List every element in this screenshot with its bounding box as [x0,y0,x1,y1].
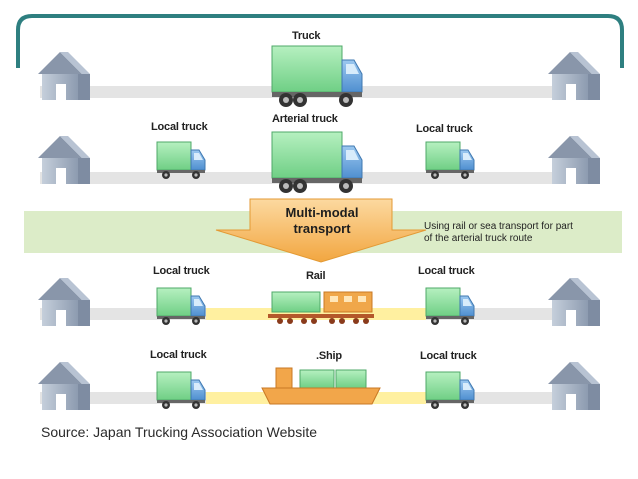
multimodal-title-line2: transport [293,221,351,236]
frame-border [16,14,624,68]
row-direct-truck [38,45,600,108]
local-truck-label: Local truck [151,121,208,133]
local-truck-label: Local truck [420,350,477,362]
source-caption: Source: Japan Trucking Association Websi… [41,424,318,440]
arterial-truck-label: Arterial truck [272,113,338,125]
multimodal-note-line2: of the arterial truck route [424,233,533,244]
rail-label: Rail [306,270,326,282]
local-truck-label: Local truck [150,349,207,361]
row-ship [38,362,600,410]
local-truck-label: Local truck [416,123,473,135]
origin-house-icon [38,278,90,326]
multimodal-note-line1: Using rail or sea transport for part [424,221,573,232]
row-arterial-truck [38,131,600,194]
origin-house-icon [38,362,90,410]
local-truck-label: Local truck [153,265,210,277]
multimodal-note: Using rail or sea transport for part of … [424,221,573,245]
multimodal-title-line1: Multi-modal [285,205,359,220]
destination-house-icon [548,362,600,410]
origin-house-icon [38,136,90,184]
local-truck-label: Local truck [418,265,475,277]
origin-house-icon [38,52,90,100]
truck-label: Truck [292,30,321,42]
destination-house-icon [548,136,600,184]
row-rail [38,278,600,326]
multimodal-title: Multi-modal transport [252,205,392,237]
down-arrow-icon [215,198,427,263]
ship-label: .Ship [316,350,342,362]
destination-house-icon [548,278,600,326]
ship-icon [261,367,381,405]
train-icon [268,291,374,324]
destination-house-icon [548,52,600,100]
